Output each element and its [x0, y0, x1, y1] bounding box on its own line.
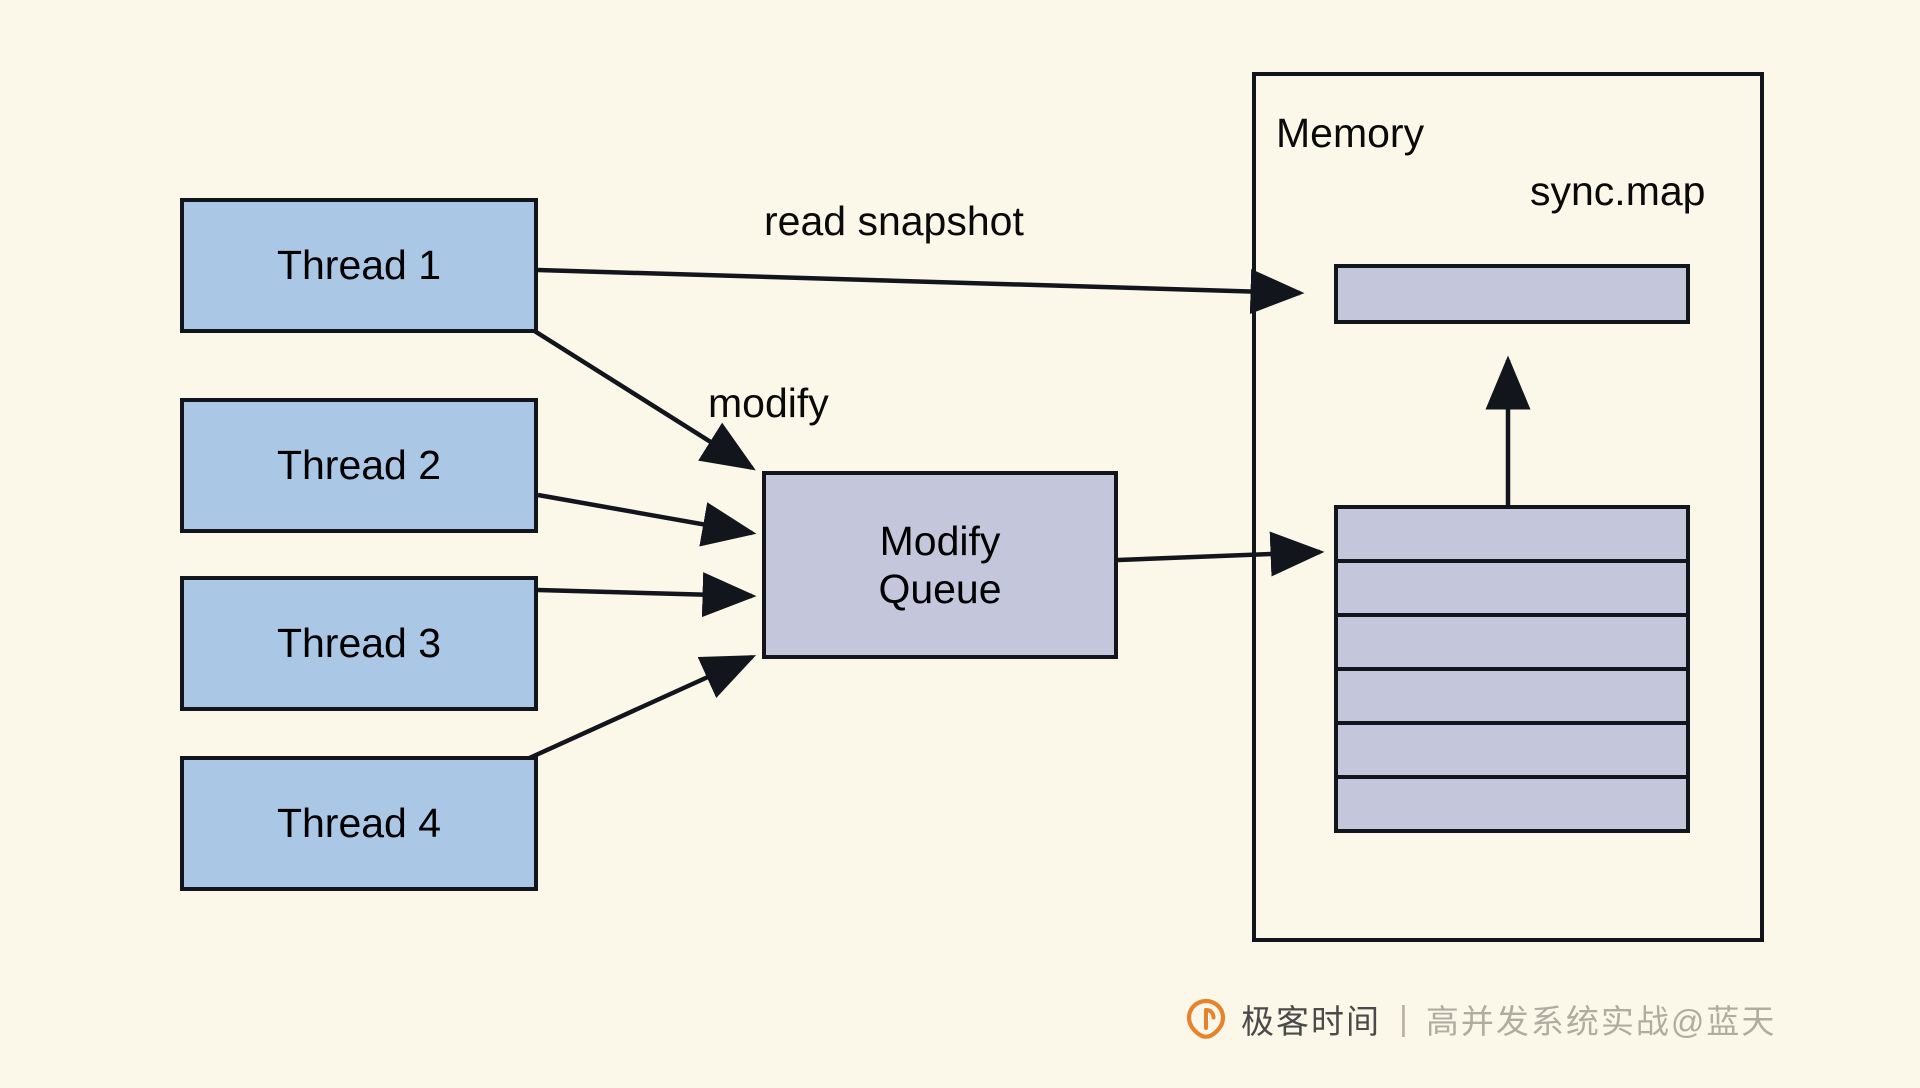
thread-box-3[interactable]: Thread 3	[180, 576, 538, 711]
stack-row[interactable]	[1334, 775, 1690, 833]
stack-row[interactable]	[1334, 667, 1690, 725]
edge-thread3-to-queue	[537, 572, 757, 618]
stack-row[interactable]	[1334, 505, 1690, 563]
thread-label-1: Thread 1	[276, 242, 442, 289]
watermark-course: 高并发系统实战@蓝天	[1425, 1003, 1777, 1040]
watermark-brand: 极客时间	[1241, 1003, 1381, 1040]
modify-queue-box[interactable]: Modify Queue	[762, 471, 1118, 659]
thread-label-3: Thread 3	[276, 620, 442, 667]
sync-map-label: sync.map	[1530, 168, 1706, 214]
memory-frame	[1252, 72, 1764, 942]
stack-row[interactable]	[1334, 613, 1690, 671]
thread-label-2: Thread 2	[276, 442, 442, 489]
sync-map-read-slot[interactable]	[1334, 264, 1690, 324]
stack-row[interactable]	[1334, 721, 1690, 779]
thread-box-2[interactable]: Thread 2	[180, 398, 538, 533]
edge-label-read-snapshot: read snapshot	[764, 198, 1024, 244]
watermark: 极客时间 | 高并发系统实战@蓝天	[1185, 995, 1776, 1043]
modify-queue-label-line1: Modify	[879, 517, 1001, 564]
thread-box-1[interactable]: Thread 1	[180, 198, 538, 333]
watermark-separator: |	[1399, 999, 1408, 1038]
edge-thread4-to-queue	[524, 654, 757, 763]
memory-title: Memory	[1276, 110, 1425, 156]
sync-map-dirty-stack	[1334, 505, 1690, 833]
edge-label-modify: modify	[708, 380, 829, 426]
modify-queue-label-line2: Queue	[878, 566, 1002, 612]
edge-thread2-to-queue	[537, 492, 757, 547]
thread-box-4[interactable]: Thread 4	[180, 756, 538, 891]
edge-thread1-to-syncmap	[537, 267, 1305, 314]
thread-label-4: Thread 4	[276, 800, 442, 847]
stack-row[interactable]	[1334, 559, 1690, 617]
geekbang-logo-icon	[1185, 998, 1227, 1040]
